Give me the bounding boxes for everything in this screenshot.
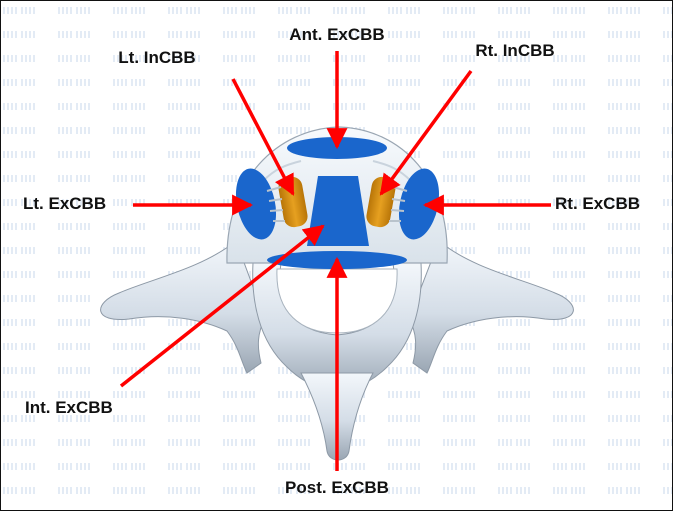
label-ant-excbb: Ant. ExCBB: [289, 25, 384, 44]
label-rt-excbb: Rt. ExCBB: [555, 194, 640, 213]
label-int-excbb: Int. ExCBB: [25, 398, 113, 417]
label-lt-excbb: Lt. ExCBB: [23, 194, 106, 213]
label-rt-incbb: Rt. InCBB: [475, 41, 554, 60]
arrows: [121, 51, 551, 471]
label-lt-incbb: Lt. InCBB: [118, 48, 195, 67]
label-post-excbb: Post. ExCBB: [285, 478, 389, 497]
